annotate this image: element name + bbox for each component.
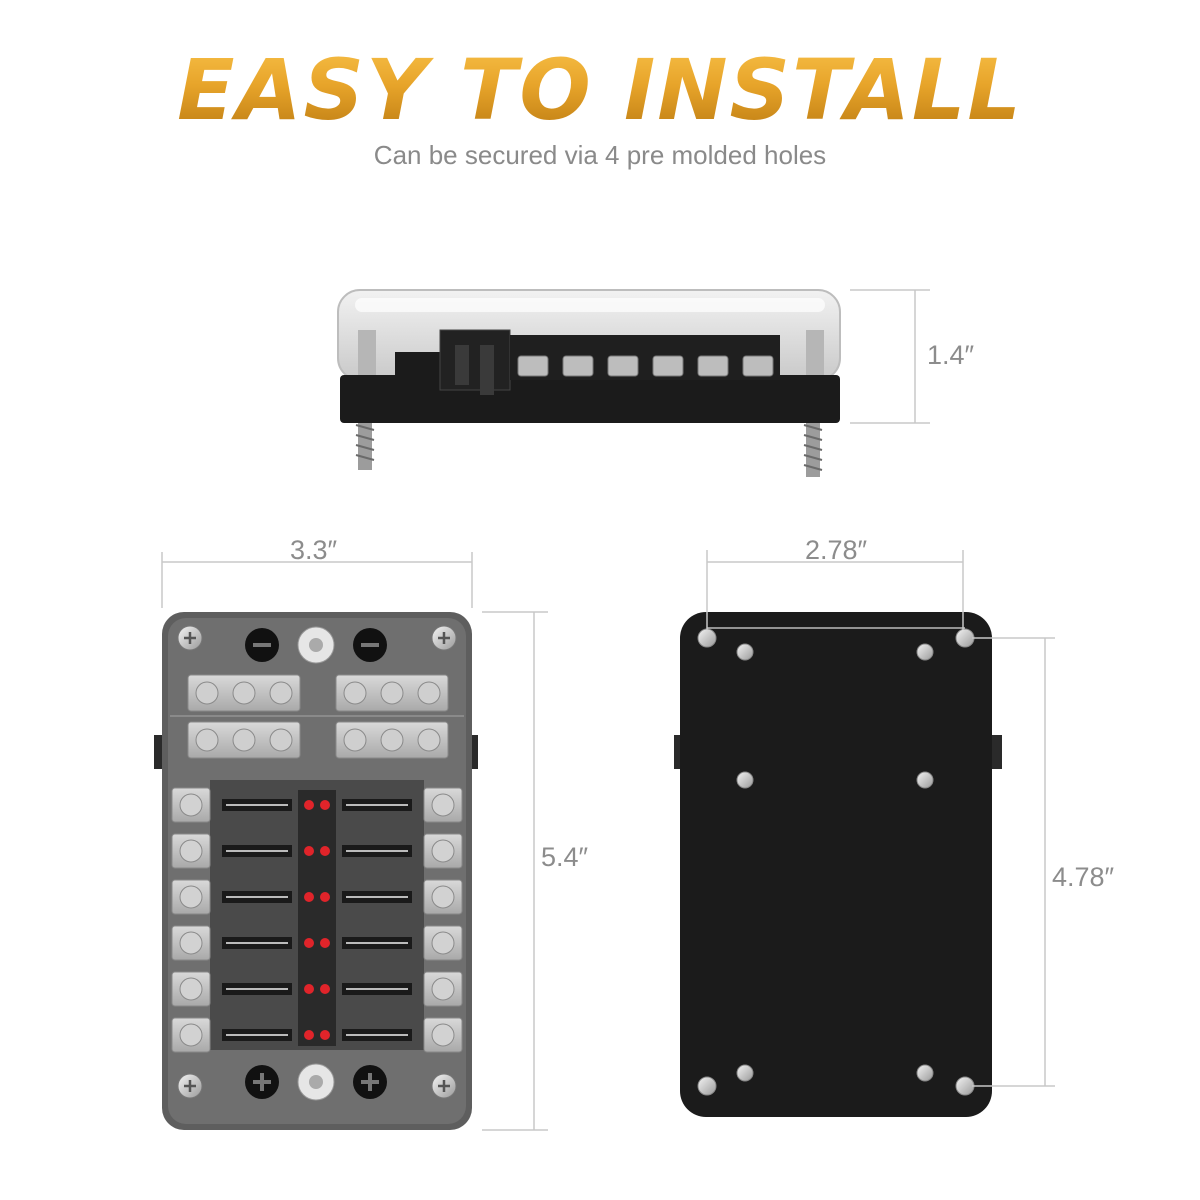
page-title: EASY TO INSTALL: [0, 40, 1200, 140]
led-indicator-right: [320, 938, 330, 948]
led-indicator-left: [304, 800, 314, 810]
front-width-label: 3.3″: [290, 535, 338, 565]
back-height-label: 4.78″: [1052, 862, 1115, 892]
led-indicator-left: [304, 892, 314, 902]
front-dimensions: [161, 552, 548, 1131]
side-screw-left: [358, 415, 372, 470]
led-indicator-left: [304, 938, 314, 948]
led-indicator-left: [304, 846, 314, 856]
side-black-base: [340, 375, 840, 423]
led-indicator-right: [320, 1030, 330, 1040]
side-screw-right: [806, 415, 820, 477]
led-indicator-right: [320, 892, 330, 902]
led-indicator-left: [304, 1030, 314, 1040]
led-indicator-right: [320, 984, 330, 994]
back-width-label: 2.78″: [805, 535, 868, 565]
back-view: [674, 612, 1002, 1117]
led-indicator-right: [320, 800, 330, 810]
page-subtitle: Can be secured via 4 pre molded holes: [373, 140, 827, 170]
back-plate: [680, 612, 992, 1117]
front-view: [154, 612, 478, 1130]
led-indicator-right: [320, 846, 330, 856]
back-dimensions: [706, 550, 1055, 1087]
side-height-dimension: [850, 289, 930, 424]
led-indicator-left: [304, 984, 314, 994]
side-view: [337, 289, 841, 477]
front-height-label: 5.4″: [541, 842, 589, 872]
side-height-label: 1.4″: [927, 340, 975, 370]
